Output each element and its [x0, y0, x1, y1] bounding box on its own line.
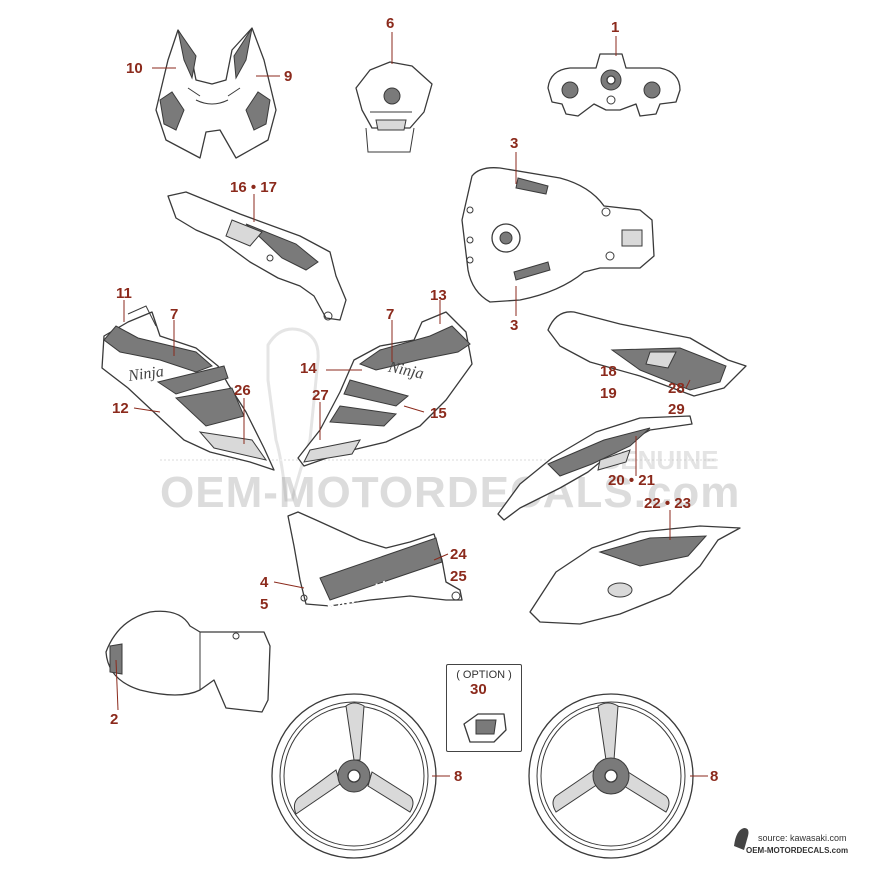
watermark-text: OEM-MOTORDECALS.com	[160, 468, 741, 517]
callout-29: 29	[668, 401, 685, 418]
callout-7-left: 7	[170, 306, 179, 323]
callout-11: 11	[116, 285, 132, 302]
callout-7-right: 7	[386, 306, 395, 323]
callout-3-bottom: 3	[510, 317, 519, 334]
callout-9: 9	[284, 68, 293, 85]
callout-22-23: 22 • 23	[644, 495, 691, 512]
source-credit: source: kawasaki.com	[758, 833, 847, 843]
left-side-fairing: Ninja	[101, 305, 275, 471]
callout-3-top: 3	[510, 135, 519, 152]
source-logo-icon	[734, 828, 749, 850]
callout-5: 5	[260, 596, 269, 613]
callout-14: 14	[300, 360, 317, 377]
callout-19: 19	[600, 385, 617, 402]
option-part	[463, 713, 507, 743]
rear-fender	[105, 610, 271, 713]
right-side-fairing: Ninja	[297, 311, 473, 467]
front-wheel	[271, 693, 437, 859]
callout-26: 26	[234, 382, 251, 399]
callout-4: 4	[260, 574, 269, 591]
fuel-tank	[461, 167, 655, 303]
callout-18: 18	[600, 363, 617, 380]
rear-seat-cowl	[529, 525, 741, 625]
callout-8-front: 8	[454, 768, 463, 785]
callout-16-17: 16 • 17	[230, 179, 277, 196]
callout-2: 2	[110, 711, 119, 728]
callout-24: 24	[450, 546, 467, 563]
leader-lines	[115, 32, 708, 777]
callout-28: 28	[668, 380, 685, 397]
callout-27: 27	[312, 387, 329, 404]
tail-side-panel	[547, 311, 747, 397]
option-label: ( OPTION )	[456, 669, 512, 681]
upper-triple-clamp	[547, 53, 681, 117]
callout-25: 25	[450, 568, 467, 585]
lower-fairing: Kawasaki	[287, 511, 463, 615]
callout-30: 30	[470, 681, 487, 698]
callout-15: 15	[430, 405, 447, 422]
inner-panel	[167, 191, 347, 321]
callout-10: 10	[126, 60, 143, 77]
callout-13: 13	[430, 287, 447, 304]
callout-20-21: 20 • 21	[608, 472, 655, 489]
rear-wheel	[528, 693, 694, 859]
callout-6: 6	[386, 15, 395, 32]
callout-1: 1	[611, 19, 620, 36]
front-cowl-upper	[155, 27, 277, 159]
tail-cowl	[497, 415, 693, 521]
source-site: OEM-MOTORDECALS.com	[746, 846, 849, 855]
callout-12: 12	[112, 400, 129, 417]
callout-8-rear: 8	[710, 768, 719, 785]
ninja-decal-left: Ninja	[126, 363, 165, 385]
option-box: ( OPTION )	[446, 664, 522, 752]
meter-cover	[355, 61, 433, 153]
